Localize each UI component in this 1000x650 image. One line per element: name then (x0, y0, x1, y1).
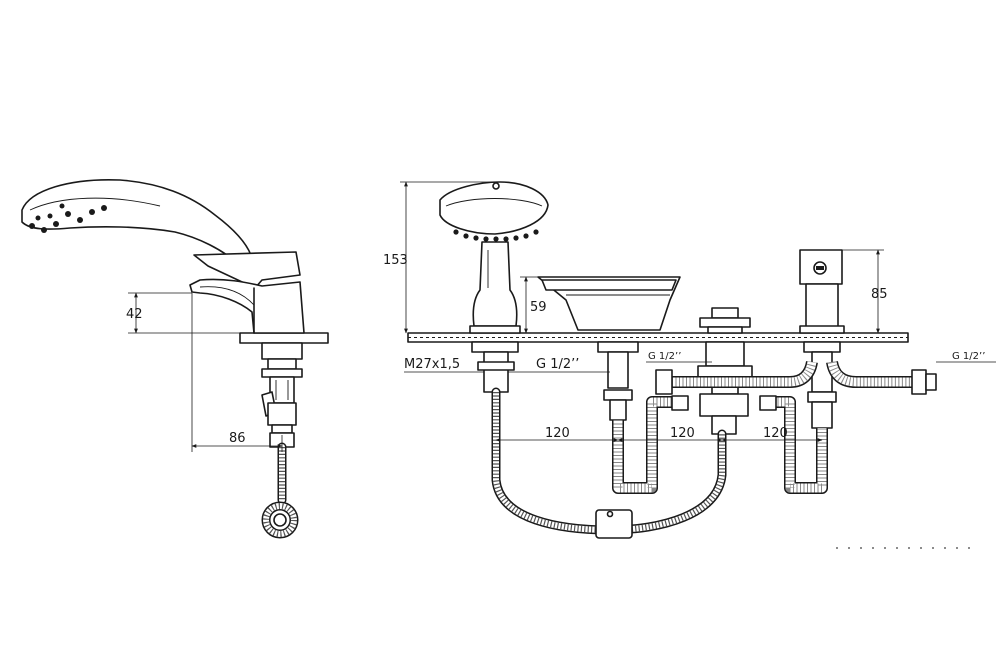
side-hose (261, 442, 299, 539)
label-spacing-2: 120 (670, 426, 695, 441)
label-spout-connection: G 1/2’’ (536, 357, 579, 372)
dim-mixer-height (842, 249, 884, 334)
label-spacing-1: 120 (545, 426, 570, 441)
label-spacing-3: 120 (763, 426, 788, 441)
front-handshower (439, 181, 549, 334)
dim-spout-height (520, 276, 560, 334)
front-diverter-top (699, 307, 751, 334)
label-handshower-height: 153 (383, 253, 408, 268)
dim-side-spout-height (128, 292, 240, 334)
front-inlet-pipes (612, 360, 937, 494)
front-shower-nozzles (453, 229, 539, 242)
front-spout (537, 276, 681, 331)
label-spout-height: 59 (530, 300, 547, 315)
label-right-inlet: G 1/2’’ (952, 351, 985, 362)
label-handshower-thread: M27x1,5 (404, 357, 460, 372)
label-left-inlet: G 1/2’’ (648, 351, 681, 362)
side-underdeck (261, 342, 303, 448)
label-mixer-height: 85 (871, 287, 888, 302)
side-handshower (21, 178, 253, 263)
side-mixer (189, 251, 305, 334)
dim-side-spout-reach (191, 293, 283, 452)
dim-handshower-height (400, 181, 494, 334)
front-mixer (799, 249, 845, 334)
side-shower-nozzles (29, 203, 107, 233)
label-side-spout-reach: 86 (229, 431, 246, 446)
front-view (400, 181, 996, 549)
front-shower-hose (491, 387, 727, 539)
side-view (21, 178, 329, 539)
label-side-spout-height: 42 (126, 307, 143, 322)
side-deck (239, 332, 329, 344)
